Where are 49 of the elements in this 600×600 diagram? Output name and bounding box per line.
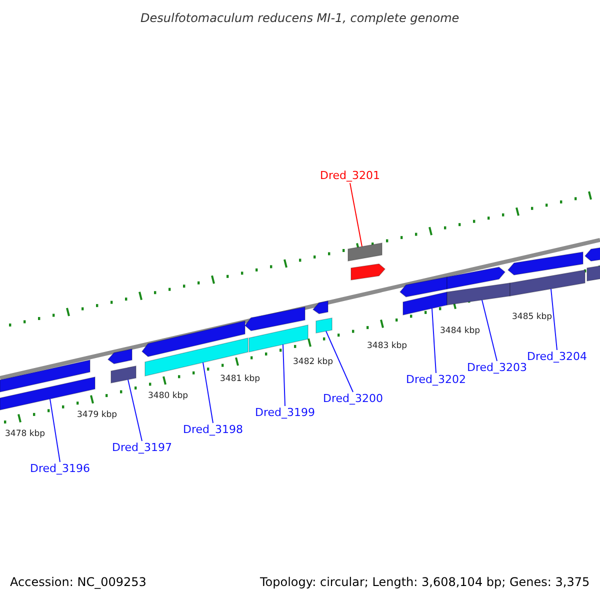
leader-line	[326, 330, 354, 392]
scale-label: 3482 kbp	[293, 358, 334, 367]
gene-feature-bar	[350, 263, 386, 280]
footer-text: Accession: NC_009253	[10, 576, 146, 589]
gene-label: Dred_3199	[255, 407, 315, 420]
gene-label: Dred_3197	[112, 442, 172, 454]
leader-line	[350, 182, 362, 248]
gene-feature-bar	[402, 292, 448, 316]
scale-label: 3480 kbp	[148, 392, 188, 401]
gene-label: Dred_3196	[30, 463, 90, 476]
gene-feature-bar	[248, 324, 308, 352]
scale-label: 3485 kbp	[512, 312, 552, 322]
gene-feature-bar	[584, 246, 600, 262]
leader-line	[128, 379, 142, 442]
scale-label: 3484 kbp	[440, 326, 480, 336]
gene-feature-bar	[0, 376, 96, 410]
scale-label: 3479 kbp	[77, 410, 118, 420]
leader-line	[282, 344, 286, 406]
scale-label: 3481 kbp	[220, 374, 260, 384]
gene-feature-bar	[510, 270, 586, 296]
gene-feature-bar	[507, 252, 584, 276]
scale-label: 3483 kbp	[367, 342, 408, 351]
leader-line	[50, 398, 60, 462]
leader-line	[202, 362, 214, 424]
gene-label: Dred_3200	[323, 393, 383, 406]
leader-line	[432, 308, 436, 374]
gene-feature-bar	[312, 300, 328, 314]
leader-line	[550, 288, 558, 350]
gene-feature-bar	[399, 276, 448, 298]
leader-line	[482, 300, 498, 362]
gene-label: Dred_3204	[527, 351, 587, 364]
gene-feature-bar	[586, 264, 600, 282]
gene-label: Dred_3201	[320, 170, 380, 182]
gene-feature-bar	[446, 282, 510, 306]
gene-label: Dred_3202	[406, 374, 466, 386]
scale-label: 3478 kbp	[5, 430, 46, 439]
gene-feature-bar	[107, 348, 132, 364]
map-title: Desulfotomaculum reducens MI-1, complete genome	[140, 12, 460, 25]
gene-feature-bar	[0, 360, 90, 392]
gene-feature-bar	[110, 366, 136, 384]
footer-text: Topology: circular; Length: 3,608,104 bp; Genes: 3,375	[260, 576, 590, 589]
gene-feature-bar	[316, 318, 332, 334]
gene-feature-bar	[244, 306, 306, 332]
gene-label: Dred_3203	[467, 362, 527, 374]
gene-label: Dred_3198	[183, 424, 243, 436]
gene-feature-bar	[141, 320, 246, 358]
gene-feature-bar	[144, 338, 248, 376]
gene-feature-bar	[446, 266, 506, 290]
gene-feature-bar	[348, 242, 382, 262]
